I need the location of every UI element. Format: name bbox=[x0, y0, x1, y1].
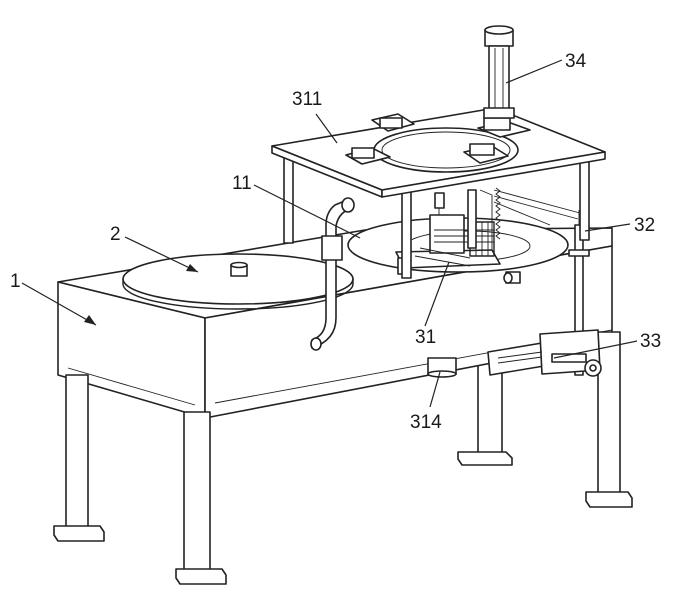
label-11: 11 bbox=[232, 173, 252, 194]
label-32: 32 bbox=[634, 215, 655, 236]
leader-311 bbox=[315, 113, 338, 144]
upper-platform bbox=[271, 107, 606, 279]
leader-11 bbox=[253, 184, 361, 239]
leader-33 bbox=[553, 340, 638, 359]
leader-314 bbox=[429, 371, 441, 408]
air-cylinder bbox=[483, 25, 515, 119]
label-311: 311 bbox=[292, 89, 322, 110]
arrow-1 bbox=[84, 315, 96, 325]
leader-lines bbox=[21, 59, 638, 408]
vertical-rod bbox=[568, 210, 590, 376]
motor bbox=[427, 357, 457, 378]
bent-pipe bbox=[310, 197, 355, 351]
leader-1 bbox=[21, 282, 97, 326]
leader-2 bbox=[124, 236, 199, 273]
central-mechanism bbox=[395, 187, 581, 284]
arrow-2 bbox=[186, 264, 198, 272]
front-left-leg bbox=[53, 374, 105, 542]
label-31: 31 bbox=[415, 327, 436, 348]
leader-32 bbox=[584, 223, 631, 232]
front-middle-leg bbox=[175, 411, 227, 585]
front-right-leg bbox=[585, 331, 633, 508]
leader-34 bbox=[505, 59, 563, 84]
label-1: 1 bbox=[10, 271, 21, 292]
label-314: 314 bbox=[410, 412, 442, 433]
label-33: 33 bbox=[640, 331, 661, 352]
part-labels: 1 2 11 311 34 32 31 33 314 bbox=[10, 51, 661, 433]
label-2: 2 bbox=[110, 224, 121, 245]
drive-box bbox=[487, 329, 602, 377]
leader-31 bbox=[424, 261, 450, 327]
turntable-disc bbox=[122, 253, 354, 310]
label-34: 34 bbox=[565, 51, 587, 72]
